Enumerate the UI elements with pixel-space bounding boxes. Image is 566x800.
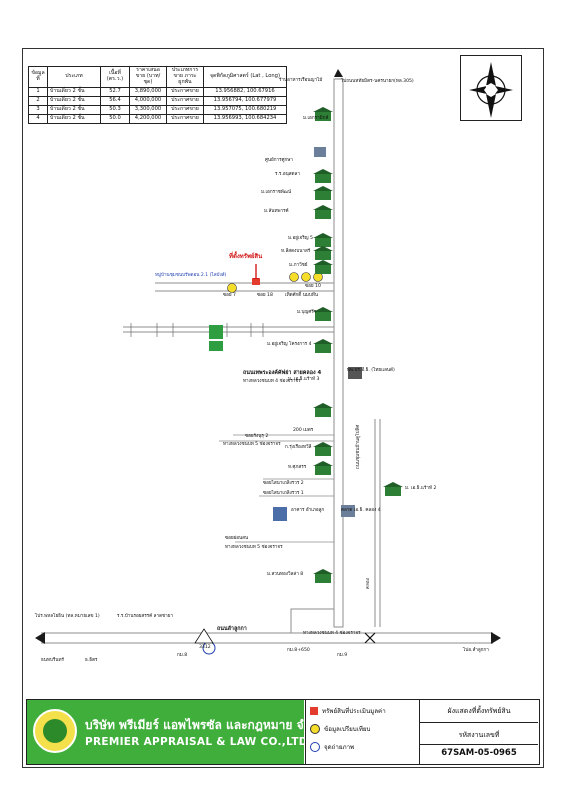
road-desc-label: ทางหลวงชนบท 5 ช่องจราจร	[223, 442, 281, 447]
comparison-table: ข้อมูลที่ ประเภท เนื้อที่ (ตร.ว.) ราคาเส…	[28, 66, 287, 124]
house-icon	[313, 403, 333, 417]
place-label: อาคาร อำเภอลูก	[291, 508, 325, 513]
house-icon	[313, 569, 333, 583]
place-label: พพ.บร.อี.ธิ. (ไทยแลนด์)	[347, 368, 395, 373]
house-icon	[313, 169, 333, 183]
place-label: ห.ลีสดงบนาสร์	[281, 249, 311, 254]
house-icon	[313, 107, 333, 121]
building-icon	[314, 147, 326, 157]
place-label: ม.อยู่เจริญ โครงการ 4	[267, 342, 312, 347]
place-label: ม. เอ.ธิ.แร้าท์ 2	[405, 486, 437, 491]
house-icon	[313, 307, 333, 321]
direction-label: ไปร.พหลโยธิน (ทล.หมายเลข 1)	[35, 614, 100, 619]
soi-label: ซอยรังนุรุ 2	[245, 434, 269, 439]
house-icon	[313, 186, 333, 200]
soi-label: ซอย 7	[223, 293, 236, 298]
km-label: กม.9	[337, 653, 348, 658]
place-label: ห.ศุภสรร	[288, 465, 307, 470]
job-code: 67SAM-05-0965	[441, 748, 517, 758]
place-label: ม.อยู่เจริญ 5	[288, 236, 313, 241]
soi-label: ซอย 10	[305, 284, 321, 289]
road-network	[35, 69, 501, 655]
top-road-label: ไปถนนหทัยมิตร-นครนายก(ทล.305)	[341, 79, 414, 84]
place-label: ม. เอ.ธิ.แร้าท์ 3	[288, 377, 320, 382]
place-label: ม.เอกราชพัฒน์	[261, 190, 292, 195]
km-label: กม.8	[177, 653, 188, 658]
building-icon	[348, 367, 362, 379]
legend-item: ข้อมูลเปรียบเทียบ	[310, 724, 370, 734]
shrine-label: ร้านอาหารเรือนญาไม้	[279, 78, 323, 83]
school-label: ร.ร.บ้านรอยสรรค์ ลาดชายา	[117, 614, 174, 619]
road-desc-label: ทางหลวงชนบท 4 ช่องจราจร	[243, 379, 301, 384]
place-label: ม.บุญศรีร	[297, 310, 317, 315]
target-label: ที่ตั้งทรัพย์สิน	[229, 253, 263, 260]
map-sheet: ข้อมูลที่ ประเภท เนื้อที่ (ตร.ว.) ราคาเส…	[22, 48, 544, 768]
house-icon	[313, 205, 333, 219]
building-icon	[273, 507, 287, 521]
soi-label: ซอย 18	[257, 293, 273, 298]
house-icon	[313, 233, 333, 247]
company-name-en: PREMIER APPRAISAL & LAW CO.,LTD.	[85, 736, 313, 748]
village-label: หมู่บ้านชุมชนบรัพดอน 2.1 (ไลบังส์)	[155, 273, 227, 278]
code-label: รหัสงานเลขที่	[458, 731, 500, 739]
house-icon	[313, 461, 333, 475]
route-number: 3312	[199, 645, 211, 650]
place-label: ศูนย์การศูกษา	[265, 158, 293, 163]
soi-label: ซอยไสนาเถลิงรวร 2	[263, 481, 304, 486]
table-header-row: ข้อมูลที่ ประเภท เนื้อที่ (ตร.ว.) ราคาเส…	[28, 66, 287, 88]
place-label: ม.สวนทองวิลล่า 8	[267, 572, 304, 577]
distance-label: 200 เมตร	[293, 428, 314, 433]
soi-label: เทิดศักดิ์ นมบทีน	[285, 293, 318, 298]
place-label: ธ.ธิตร	[85, 658, 98, 663]
legend-item: จุดถ่ายภาพ	[310, 742, 354, 752]
place-label: ม.ลันทพารค์	[264, 209, 289, 214]
house-icon	[313, 246, 333, 260]
canal-label: คลอง	[366, 578, 371, 589]
soi-label: ซอยไสนาเถลิงรวร 1	[263, 491, 304, 496]
company-banner: บริษัท พรีเมียร์ แอพไพรซัล และกฎหมาย จำก…	[27, 700, 325, 764]
company-name-th: บริษัท พรีเมียร์ แอพไพรซัล และกฎหมาย จำก…	[85, 718, 326, 732]
road-name-label: ถนนเทพระองค์คัฟย่า สายคลอง 4	[243, 370, 322, 376]
north-arrow-icon	[469, 62, 513, 118]
house-icon	[313, 260, 333, 274]
direction-label: ไปอ.ลำลูกกา	[463, 648, 489, 653]
legend-swatch	[310, 742, 320, 752]
compass-box: N	[460, 55, 522, 121]
place-label: ธนทบรีนทร์	[41, 658, 64, 663]
footer: บริษัท พรีเมียร์ แอพไพรซัล และกฎหมาย จำก…	[26, 699, 540, 765]
side-road-label: ถนนชุมชนบ้านคูโปลิศ	[356, 424, 361, 469]
building-icon	[341, 505, 355, 517]
house-icon	[313, 442, 333, 456]
place-label: ตลาด เอ.ธิ. คลอง 4	[341, 508, 381, 513]
compass-letter: N	[485, 83, 495, 96]
house-icon	[313, 339, 333, 353]
km-label: กม.8+650	[287, 648, 310, 653]
map-title: ผังแสดงที่ตั้งทรัพย์สิน	[447, 707, 511, 715]
legend: ทรัพย์สินที่ประเมินมูลค่า ข้อมูลเปรียบเท…	[305, 700, 418, 764]
company-logo-icon	[33, 709, 77, 753]
place-label: ก.รุ่งเรืองทวีลี	[285, 445, 312, 450]
road-desc-label: ทางหลวงชนบท 5 ช่องจราจร	[225, 545, 283, 550]
place-label: ม.เอกรามิกส์	[303, 116, 329, 121]
soi-label: ซอยผ่อนสน	[225, 536, 249, 541]
house-icon	[383, 482, 403, 496]
title-block: ผังแสดงที่ตั้งทรัพย์สิน รหัสงานเลขที่ 67…	[419, 700, 540, 764]
legend-swatch	[310, 724, 320, 734]
road-desc-label: ทางหลวงชนบท 4 ช่องจราจร	[303, 631, 361, 636]
legend-swatch	[310, 707, 318, 715]
legend-item: ทรัพย์สินที่ประเมินมูลค่า	[310, 706, 386, 716]
place-label: ร.ร.อนุสตลา	[275, 172, 300, 177]
place-label: ม.ภาวีชย์	[289, 263, 308, 268]
main-road-label: ถนนลำลูกกา	[217, 626, 247, 632]
